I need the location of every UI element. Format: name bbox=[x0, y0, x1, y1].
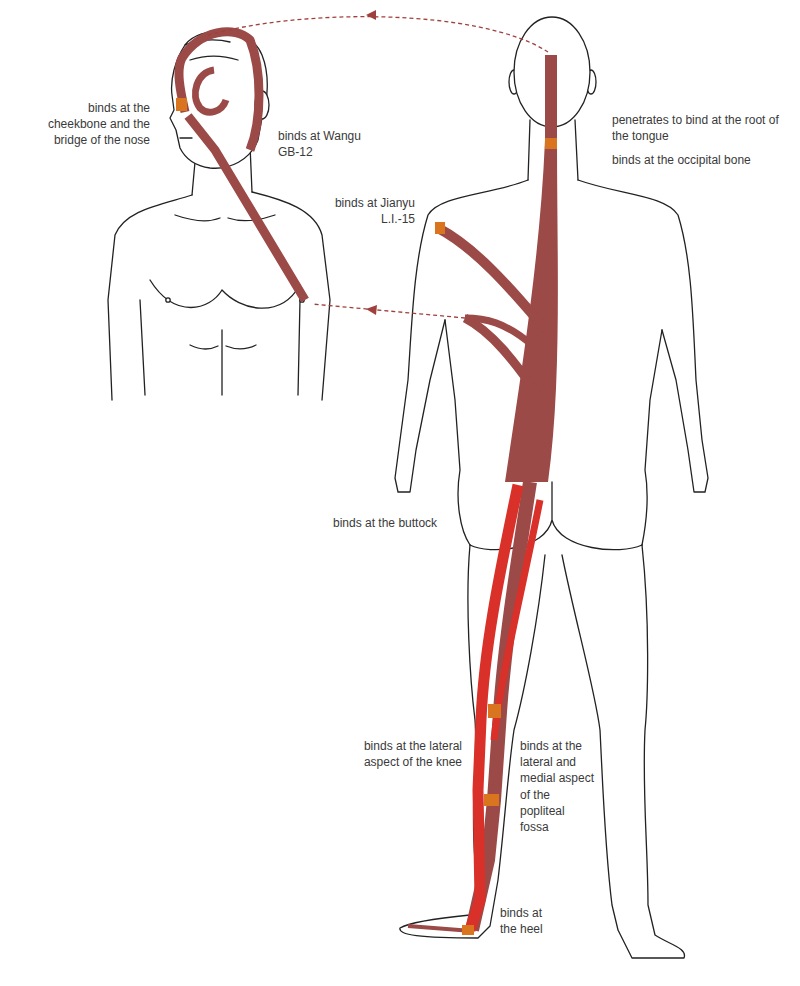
dashed-arrow bbox=[205, 17, 548, 52]
front-torso bbox=[108, 192, 330, 400]
front-mouth bbox=[180, 137, 192, 138]
callout-label: binds at the lateral and medial aspect o… bbox=[520, 738, 596, 835]
callout-label: binds at the buttock bbox=[333, 515, 463, 531]
callout-label: binds at the lateral aspect of the knee bbox=[342, 738, 462, 770]
callout-label: binds at Wangu GB-12 bbox=[278, 128, 373, 160]
arrowhead bbox=[366, 305, 377, 315]
binding-point bbox=[488, 704, 501, 718]
front-abdomen bbox=[190, 330, 256, 395]
channel-band bbox=[188, 116, 305, 300]
arrowhead bbox=[366, 10, 376, 20]
dashed-arrows bbox=[205, 17, 548, 318]
callout-label: binds at the occipital bone bbox=[612, 152, 787, 168]
front-armpit bbox=[140, 300, 300, 395]
channel-band bbox=[470, 485, 518, 930]
binding-point bbox=[484, 794, 499, 806]
binding-point bbox=[462, 925, 474, 935]
callout-label: penetrates to bind at the root of the to… bbox=[612, 112, 787, 144]
back-right-arm bbox=[578, 180, 708, 492]
front-nipple bbox=[166, 298, 170, 302]
back-buttocks bbox=[470, 482, 642, 550]
binding-point bbox=[435, 222, 445, 234]
front-channel bbox=[179, 32, 305, 300]
callout-label: binds at the heel bbox=[500, 905, 562, 937]
front-pectoral bbox=[150, 280, 300, 308]
channel-band bbox=[179, 32, 259, 150]
binding-point bbox=[176, 98, 187, 111]
dashed-arrow bbox=[312, 304, 465, 318]
channel-band bbox=[438, 228, 546, 330]
binding-point bbox=[545, 138, 557, 149]
callout-label: binds at the cheekbone and the bridge of… bbox=[35, 100, 150, 149]
channel-band bbox=[465, 318, 538, 395]
channel-band bbox=[465, 318, 532, 345]
front-figure bbox=[108, 31, 330, 400]
channel-band bbox=[195, 70, 226, 112]
callout-label: binds at Jianyu L.I.-15 bbox=[330, 195, 415, 227]
channel-band bbox=[505, 55, 558, 482]
back-left-arm bbox=[395, 180, 528, 492]
